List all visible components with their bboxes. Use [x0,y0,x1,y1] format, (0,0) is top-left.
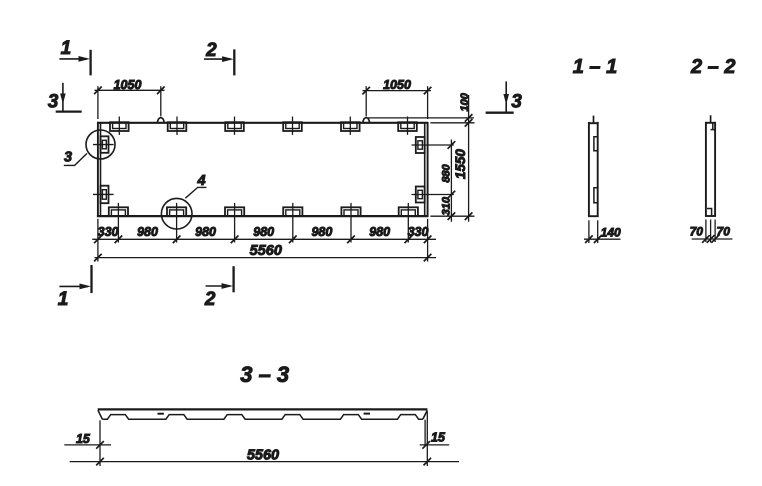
svg-text:100: 100 [459,92,471,111]
svg-text:1050: 1050 [114,78,142,92]
svg-text:2: 2 [204,289,216,310]
svg-text:1550: 1550 [453,149,468,180]
svg-text:15: 15 [76,432,91,446]
svg-text:980: 980 [137,225,158,239]
svg-text:330: 330 [98,225,119,239]
svg-text:2: 2 [205,40,217,61]
svg-text:140: 140 [601,226,621,240]
svg-text:330: 330 [408,225,429,239]
svg-text:980: 980 [311,225,332,239]
svg-text:1050: 1050 [383,78,411,92]
svg-text:2 – 2: 2 – 2 [690,56,735,78]
svg-text:1: 1 [58,289,69,310]
svg-text:310: 310 [441,196,453,215]
svg-text:5560: 5560 [250,243,282,259]
svg-text:3: 3 [64,150,72,166]
svg-text:70: 70 [690,224,704,238]
svg-text:980: 980 [253,225,274,239]
svg-text:4: 4 [196,173,205,189]
svg-text:15: 15 [431,431,446,445]
svg-text:980: 980 [195,225,216,239]
svg-text:5560: 5560 [247,447,279,463]
svg-text:880: 880 [441,163,453,182]
svg-text:980: 980 [369,225,390,239]
svg-text:3 – 3: 3 – 3 [240,362,289,387]
svg-text:3: 3 [48,92,59,113]
svg-text:1 – 1: 1 – 1 [573,56,617,78]
svg-text:3: 3 [511,92,522,113]
svg-text:1: 1 [61,38,72,59]
svg-text:70: 70 [717,224,731,238]
